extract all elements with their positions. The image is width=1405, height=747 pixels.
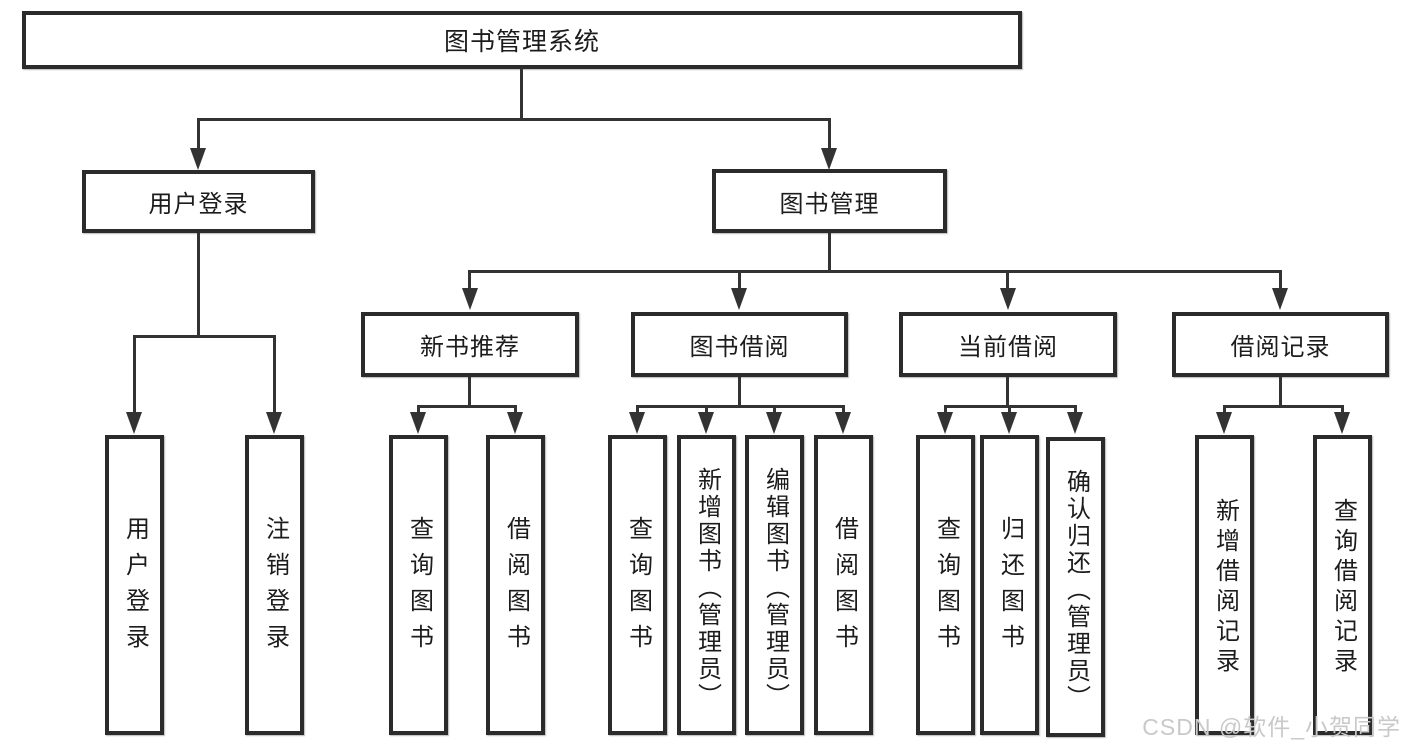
arrow-down-icon bbox=[1067, 412, 1083, 434]
connector-line bbox=[636, 405, 639, 415]
connector-line bbox=[133, 335, 276, 338]
connector-line bbox=[197, 118, 831, 121]
arrow-down-icon bbox=[698, 412, 714, 434]
leaf-newbook-query-book: 查询图书 bbox=[389, 435, 448, 735]
leaf-current-query-book: 查询图书 bbox=[916, 435, 975, 735]
connector-line bbox=[1341, 405, 1344, 415]
connector-line bbox=[1279, 377, 1282, 408]
connector-line bbox=[705, 405, 708, 415]
arrow-down-icon bbox=[1334, 412, 1350, 434]
leaf-current-confirm-return-admin: 确认归还（管理员） bbox=[1046, 437, 1105, 737]
connector-line bbox=[417, 405, 517, 408]
connector-line bbox=[133, 335, 136, 413]
leaf-current-return-book: 归还图书 bbox=[980, 435, 1039, 735]
arrow-down-icon bbox=[126, 412, 142, 434]
arrow-down-icon bbox=[1272, 288, 1288, 310]
leaf-borrow-edit-book-admin: 编辑图书（管理员） bbox=[745, 435, 804, 735]
leaf-record-query-record: 查询借阅记录 bbox=[1313, 435, 1372, 735]
arrow-down-icon bbox=[507, 412, 523, 434]
connector-line bbox=[1223, 405, 1344, 408]
leaf-user-login: 用户登录 bbox=[105, 435, 164, 735]
connector-line bbox=[1008, 405, 1011, 415]
connector-line bbox=[738, 270, 741, 290]
connector-line bbox=[1006, 270, 1009, 290]
node-borrow-record: 借阅记录 bbox=[1172, 312, 1389, 377]
connector-line bbox=[1074, 405, 1077, 415]
arrow-down-icon bbox=[462, 288, 478, 310]
connector-line bbox=[514, 405, 517, 415]
leaf-newbook-borrow-book: 借阅图书 bbox=[486, 435, 545, 735]
arrow-down-icon bbox=[1001, 412, 1017, 434]
csdn-watermark: CSDN @软件_小贺同学 bbox=[1142, 714, 1401, 740]
arrow-down-icon bbox=[190, 148, 206, 170]
connector-line bbox=[828, 233, 831, 273]
connector-line bbox=[738, 377, 741, 408]
node-current-borrow: 当前借阅 bbox=[899, 312, 1117, 377]
connector-line bbox=[1006, 377, 1009, 408]
leaf-record-add-record: 新增借阅记录 bbox=[1195, 435, 1254, 735]
connector-line bbox=[273, 335, 276, 413]
connector-line bbox=[197, 233, 200, 335]
arrow-down-icon bbox=[821, 148, 837, 170]
arrow-down-icon bbox=[1216, 412, 1232, 434]
leaf-borrow-add-book-admin: 新增图书（管理员） bbox=[677, 435, 736, 735]
node-book-management: 图书管理 bbox=[712, 169, 947, 233]
connector-line bbox=[468, 270, 1282, 273]
leaf-borrow-query-book: 查询图书 bbox=[608, 435, 667, 735]
node-book-borrow: 图书借阅 bbox=[631, 312, 848, 377]
connector-line bbox=[773, 405, 776, 415]
connector-line bbox=[944, 405, 947, 415]
arrow-down-icon bbox=[1000, 288, 1016, 310]
connector-line bbox=[1279, 270, 1282, 290]
connector-line bbox=[197, 118, 200, 152]
connector-line bbox=[468, 377, 471, 408]
arrow-down-icon bbox=[766, 412, 782, 434]
arrow-down-icon bbox=[937, 412, 953, 434]
connector-line bbox=[468, 270, 471, 290]
connector-line bbox=[520, 68, 523, 118]
arrow-down-icon bbox=[266, 412, 282, 434]
arrow-down-icon bbox=[731, 288, 747, 310]
arrow-down-icon bbox=[629, 412, 645, 434]
leaf-logout: 注销登录 bbox=[245, 435, 304, 735]
connector-line bbox=[417, 405, 420, 415]
connector-line bbox=[636, 405, 845, 408]
node-root-library-system: 图书管理系统 bbox=[22, 11, 1022, 69]
node-new-book-recommend: 新书推荐 bbox=[361, 312, 579, 377]
connector-line bbox=[828, 118, 831, 152]
connector-line bbox=[1223, 405, 1226, 415]
leaf-borrow-borrow-book: 借阅图书 bbox=[814, 435, 873, 735]
arrow-down-icon bbox=[410, 412, 426, 434]
connector-line bbox=[842, 405, 845, 415]
node-user-login: 用户登录 bbox=[82, 170, 315, 233]
arrow-down-icon bbox=[835, 412, 851, 434]
